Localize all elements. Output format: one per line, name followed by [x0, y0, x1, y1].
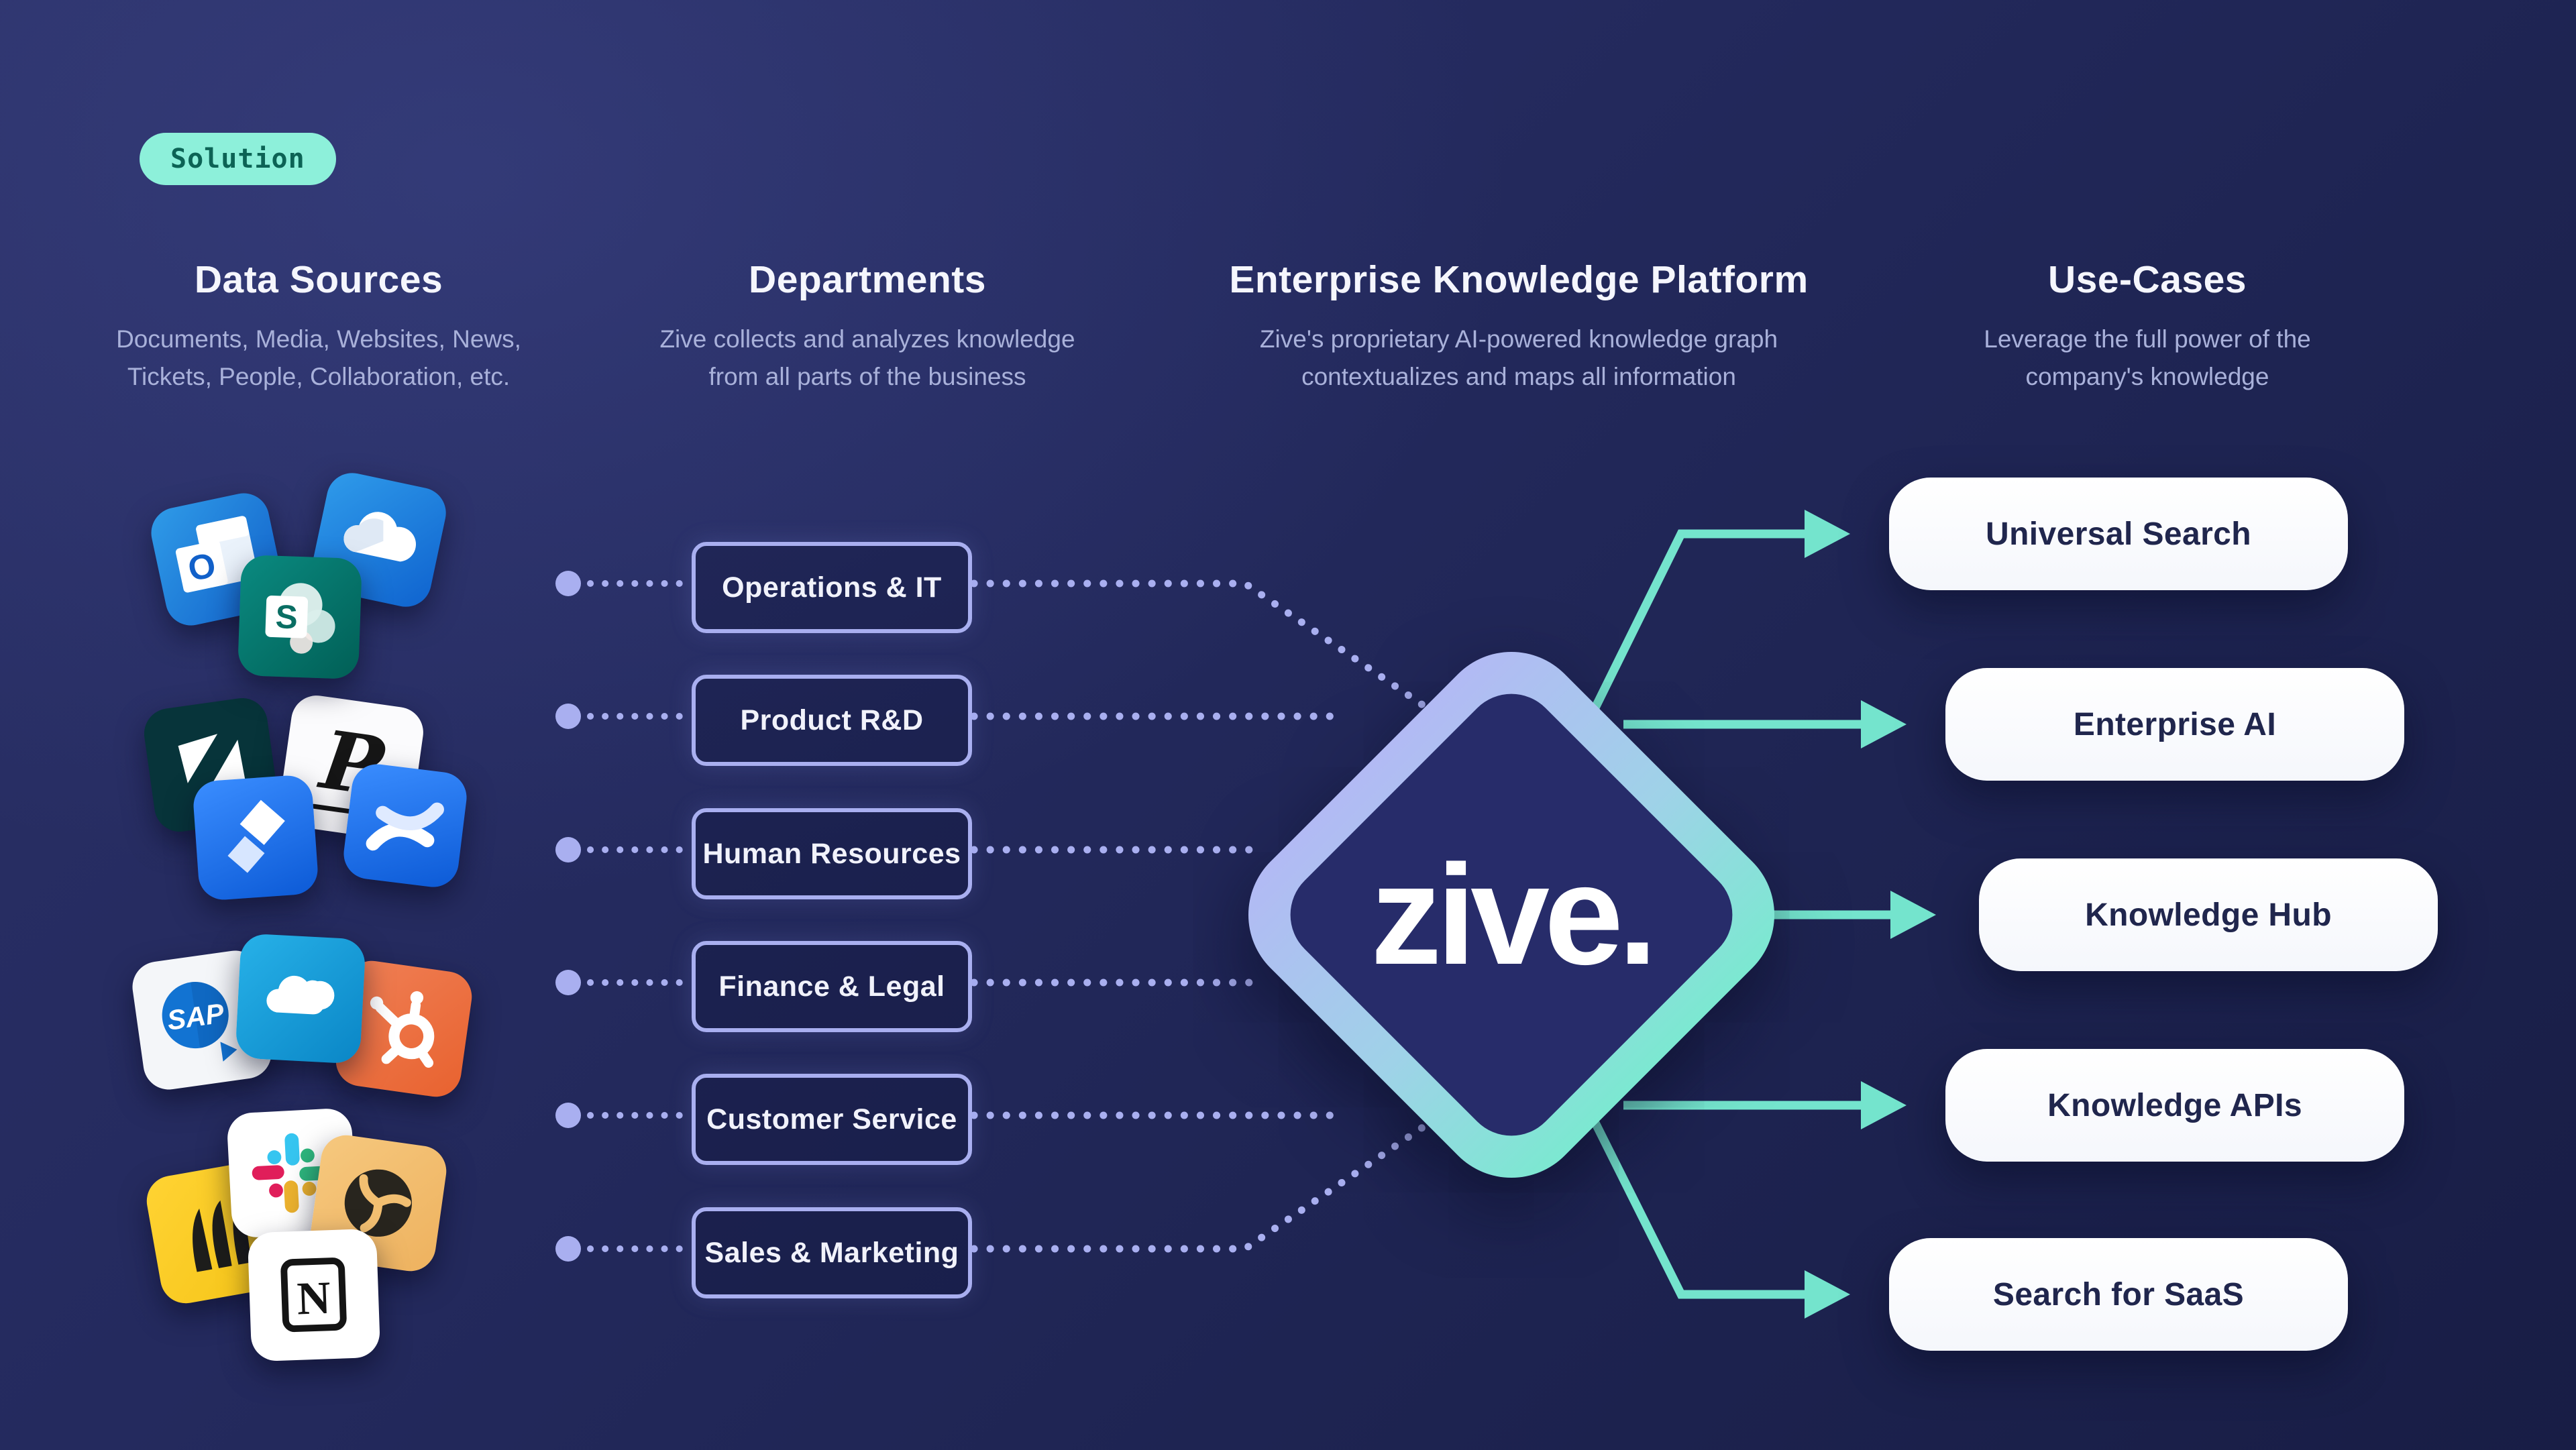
confluence-icon — [341, 761, 470, 890]
column-header-data-sources: Data Sources Documents, Media, Websites,… — [54, 258, 584, 395]
data-sources-subtitle-line1: Documents, Media, Websites, News, — [116, 325, 521, 353]
arrow-heads — [1805, 510, 1936, 1319]
use-case-pill-enterprise-ai: Enterprise AI — [1945, 668, 2404, 781]
column-header-departments: Departments Zive collects and analyzes k… — [602, 258, 1132, 395]
platform-subtitle: Zive's proprietary AI-powered knowledge … — [1187, 321, 1851, 395]
notion-letter: N — [297, 1272, 332, 1325]
department-box-finance-legal: Finance & Legal — [692, 941, 972, 1032]
solution-badge: Solution — [140, 133, 336, 185]
dotted-operations-to-platform — [970, 579, 1453, 727]
departments-subtitle-line1: Zive collects and analyzes knowledge — [659, 325, 1075, 353]
onedrive-icon — [307, 468, 451, 612]
use-case-pill-knowledge-hub: Knowledge Hub — [1979, 858, 2438, 971]
jira-icon — [192, 774, 319, 901]
department-box-operations-it: Operations & IT — [692, 542, 972, 633]
zive-logo: zive. — [1371, 835, 1658, 994]
hubspot-icon — [332, 957, 476, 1101]
data-sources-title: Data Sources — [194, 258, 443, 301]
platform-subtitle-line2: contextualizes and maps all information — [1301, 362, 1736, 390]
use-case-pill-universal-search: Universal Search — [1889, 478, 2348, 590]
data-sources-subtitle: Documents, Media, Websites, News, Ticket… — [54, 321, 584, 395]
sharepoint-letter: S — [274, 598, 298, 636]
department-box-human-resources: Human Resources — [692, 808, 972, 899]
departments-subtitle: Zive collects and analyzes knowledge fro… — [602, 321, 1132, 395]
arrowhead-universal-search — [1805, 510, 1850, 558]
department-dots — [555, 571, 581, 1262]
notion-icon: N — [247, 1228, 381, 1362]
swirl-app-icon — [307, 1131, 450, 1275]
column-header-platform: Enterprise Knowledge Platform Zive's pro… — [1187, 258, 1851, 395]
use-cases-subtitle-line1: Leverage the full power of the — [1984, 325, 2311, 353]
department-box-sales-marketing: Sales & Marketing — [692, 1207, 972, 1298]
use-case-pill-search-for-saas: Search for SaaS — [1889, 1238, 2348, 1351]
data-sources-subtitle-line2: Tickets, People, Collaboration, etc. — [127, 362, 511, 390]
use-cases-title: Use-Cases — [2047, 258, 2247, 301]
slack-icon — [226, 1107, 358, 1239]
outlook-icon: O — [146, 488, 288, 630]
salesforce-icon — [235, 933, 366, 1064]
sap-icon: SAP — [129, 947, 275, 1093]
arrowhead-enterprise-ai — [1861, 700, 1907, 748]
use-cases-subtitle-line2: company's knowledge — [2025, 362, 2269, 390]
dotted-connectors — [587, 579, 1453, 1253]
departments-subtitle-line2: from all parts of the business — [708, 362, 1026, 390]
arrow-line-search-for-saas — [1572, 1083, 1809, 1299]
arrow-connectors — [1572, 529, 1893, 1299]
arrow-line-universal-search — [1572, 529, 1809, 748]
department-box-product-rd: Product R&D — [692, 675, 972, 766]
sharepoint-icon: S — [237, 554, 363, 680]
departments-title: Departments — [749, 258, 986, 301]
arrowhead-knowledge-apis — [1861, 1081, 1907, 1129]
arrowhead-search-for-saas — [1805, 1270, 1850, 1319]
use-cases-subtitle: Leverage the full power of the company's… — [1882, 321, 2412, 395]
platform-subtitle-line1: Zive's proprietary AI-powered knowledge … — [1259, 325, 1778, 353]
department-box-customer-service: Customer Service — [692, 1074, 972, 1165]
dotted-sales-to-platform — [970, 1105, 1453, 1253]
platform-title: Enterprise Knowledge Platform — [1229, 258, 1809, 301]
use-case-pill-knowledge-apis: Knowledge APIs — [1945, 1049, 2404, 1162]
column-header-use-cases: Use-Cases Leverage the full power of the… — [1882, 258, 2412, 395]
arrowhead-knowledge-hub — [1890, 891, 1936, 939]
